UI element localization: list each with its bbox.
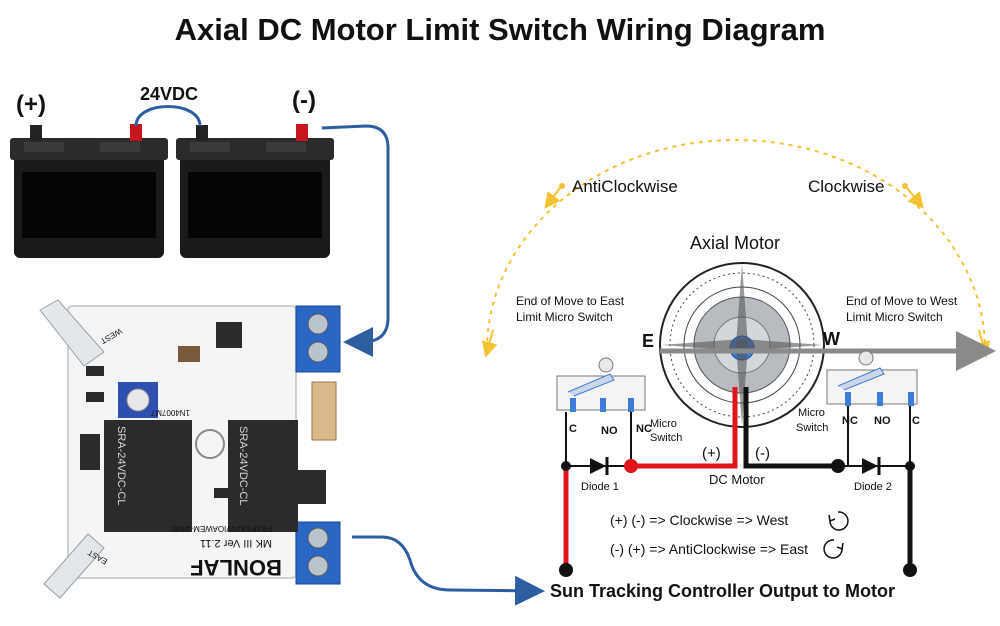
battery-voltage-label: 24VDC (140, 84, 198, 104)
rotation-arc (486, 139, 986, 351)
arc-dot-left (559, 183, 565, 189)
relay-2-label: SRA-24VDC-CL (237, 426, 249, 505)
battery-positive-label: (+) (16, 91, 46, 118)
axial-motor-label: Axial Motor (690, 233, 780, 253)
relay-2 (228, 420, 298, 532)
anticlockwise-icon (823, 539, 844, 559)
junction-negative (831, 459, 845, 473)
battery-right (176, 124, 334, 258)
diagram-title: Axial DC Motor Limit Switch Wiring Diagr… (174, 12, 826, 47)
board-version: MK III Ver 2.11 (200, 537, 272, 549)
west-micro-switch (826, 350, 918, 406)
arc-dot-right (902, 183, 908, 189)
battery-negative-label: (-) (292, 87, 316, 114)
east-switch-caption-2: Limit Micro Switch (516, 310, 613, 324)
motor-minus-label: (-) (755, 445, 770, 462)
east-micro-label-1: Micro (650, 418, 677, 430)
controller-board: BONLAF MK III Ver 2.11 FBSPSA24VIOAWEM-4… (39, 299, 341, 599)
west-switch-c: C (912, 415, 920, 427)
diode-2 (862, 457, 881, 475)
west-micro-label-1: Micro (798, 407, 825, 419)
compass-dial (659, 262, 825, 428)
wiring (563, 387, 913, 570)
west-switch-no: NO (874, 415, 891, 427)
east-switch-caption-1: End of Move to East (516, 294, 625, 308)
ldr-sensor-east (43, 533, 105, 599)
battery-left (10, 124, 168, 258)
board-diode-label: 1N4007M7 (150, 408, 190, 417)
board-model: FBSPSA24VIOAWEM-494B (172, 524, 272, 533)
west-switch-caption-2: Limit Micro Switch (846, 310, 943, 324)
battery-jumper-wire (134, 105, 202, 127)
output-terminal-positive (559, 563, 573, 577)
clockwise-label: Clockwise (808, 177, 885, 196)
positive-motor-wire (631, 387, 738, 469)
junction-positive (624, 459, 638, 473)
dc-motor-label: DC Motor (709, 472, 765, 487)
board-to-motor-arrow (352, 535, 545, 606)
relay-1 (104, 420, 192, 532)
anticlockwise-label: AntiClockwise (572, 177, 678, 196)
east-switch-c: C (569, 423, 577, 435)
west-micro-label-2: Switch (796, 422, 828, 434)
arc-arrow-left (481, 329, 498, 358)
negative-motor-wire (743, 387, 838, 469)
junction-left (561, 461, 571, 471)
west-switch-nc: NC (842, 415, 858, 427)
east-micro-switch (556, 357, 646, 412)
west-letter: W (823, 329, 840, 349)
diode-2-label: Diode 2 (854, 481, 892, 493)
diode-1 (590, 457, 609, 475)
legend-anticlockwise: (-) (+) => AntiClockwise => East (610, 541, 808, 557)
output-label: Sun Tracking Controller Output to Motor (550, 581, 895, 601)
east-micro-label-2: Switch (650, 432, 682, 444)
clockwise-icon (828, 511, 849, 531)
diode-1-label: Diode 1 (581, 481, 619, 493)
west-switch-caption-1: End of Move to West (846, 294, 958, 308)
east-letter: E (642, 331, 654, 351)
junction-right (905, 461, 915, 471)
relay-1-label: SRA-24VDC-CL (115, 426, 127, 505)
motor-plus-label: (+) (702, 445, 721, 462)
ldr-sensor-west (39, 299, 105, 367)
east-switch-nc: NC (636, 423, 652, 435)
battery-to-board-arrow (321, 124, 390, 357)
output-terminal-negative (903, 563, 917, 577)
board-brand: BONLAF (190, 555, 282, 580)
legend-clockwise: (+) (-) => Clockwise => West (610, 512, 788, 528)
east-switch-no: NO (601, 425, 618, 437)
